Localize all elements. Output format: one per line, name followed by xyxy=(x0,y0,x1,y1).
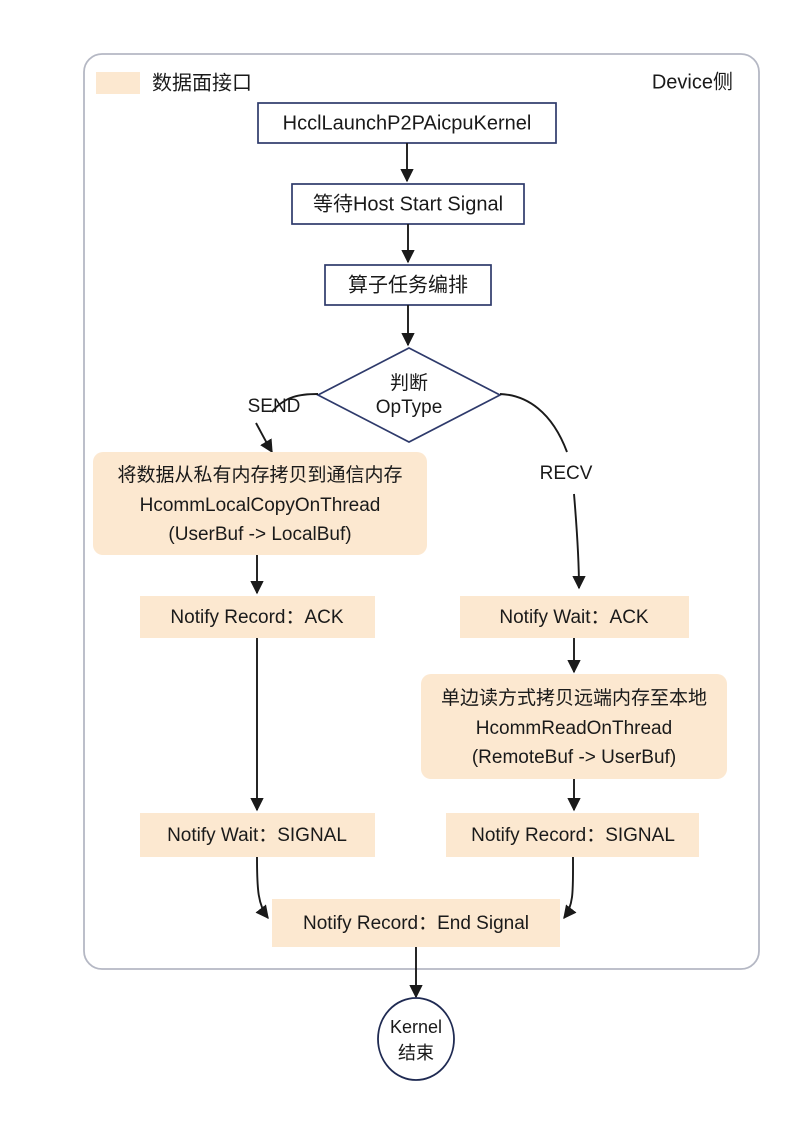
node-decision-optype[interactable] xyxy=(316,347,502,443)
node-kernel-end-line2: 结束 xyxy=(398,1043,434,1063)
node-local-copy-line3: (UserBuf -> LocalBuf) xyxy=(168,524,351,545)
node-task-schedule[interactable] xyxy=(324,264,492,306)
node-decision-optype-line1: 判断 xyxy=(390,372,428,394)
edge-decision-send-stub xyxy=(271,393,319,413)
node-launch-p2p-aicpu-kernel[interactable] xyxy=(257,102,557,144)
node-notify-wait-signal[interactable] xyxy=(140,813,375,857)
node-notify-record-signal-label: Notify Record：SIGNAL xyxy=(471,825,675,846)
node-remote-read[interactable] xyxy=(421,674,727,779)
node-decision-optype-line2: OpType xyxy=(376,397,443,418)
node-remote-read-line2: HcommReadOnThread xyxy=(476,718,672,739)
node-local-copy[interactable] xyxy=(93,452,427,555)
node-kernel-end-line1: Kernel xyxy=(390,1017,442,1037)
legend-swatch xyxy=(96,72,140,94)
node-notify-record-signal[interactable] xyxy=(446,813,699,857)
node-notify-record-ack[interactable] xyxy=(140,596,375,638)
node-local-copy-line2: HcommLocalCopyOnThread xyxy=(140,495,381,516)
node-notify-wait-ack-label: Notify Wait：ACK xyxy=(499,607,649,628)
edge-decision-to-local-copy xyxy=(255,422,273,454)
node-notify-record-ack-label: Notify Record：ACK xyxy=(170,607,343,628)
node-notify-wait-signal-label: Notify Wait：SIGNAL xyxy=(167,825,347,846)
node-notify-record-end-signal[interactable] xyxy=(272,899,560,947)
node-notify-wait-ack[interactable] xyxy=(460,596,689,638)
node-notify-record-end-signal-label: Notify Record：End Signal xyxy=(303,913,529,934)
node-local-copy-line1: 将数据从私有内存拷贝到通信内存 xyxy=(117,464,402,486)
node-remote-read-line1: 单边读方式拷贝远端内存至本地 xyxy=(441,687,707,709)
edge-decision-recv-stub xyxy=(499,393,568,453)
node-launch-p2p-aicpu-kernel-label: HcclLaunchP2PAicpuKernel xyxy=(283,112,532,134)
edge-notify-wait-signal-to-end-signal xyxy=(255,856,269,920)
edge-label-send: SEND xyxy=(248,396,301,417)
node-task-schedule-label: 算子任务编排 xyxy=(348,273,468,296)
legend-label: 数据面接口 xyxy=(152,71,252,94)
node-wait-host-start-signal-label: 等待Host Start Signal xyxy=(313,192,503,215)
edge-notify-record-signal-to-end-signal xyxy=(563,856,577,920)
edge-label-recv: RECV xyxy=(540,463,593,484)
node-remote-read-line3: (RemoteBuf -> UserBuf) xyxy=(472,747,676,768)
node-kernel-end[interactable] xyxy=(377,997,455,1081)
edge-decision-to-notify-wait-ack xyxy=(572,493,586,590)
page-title: Device侧 xyxy=(652,70,733,93)
